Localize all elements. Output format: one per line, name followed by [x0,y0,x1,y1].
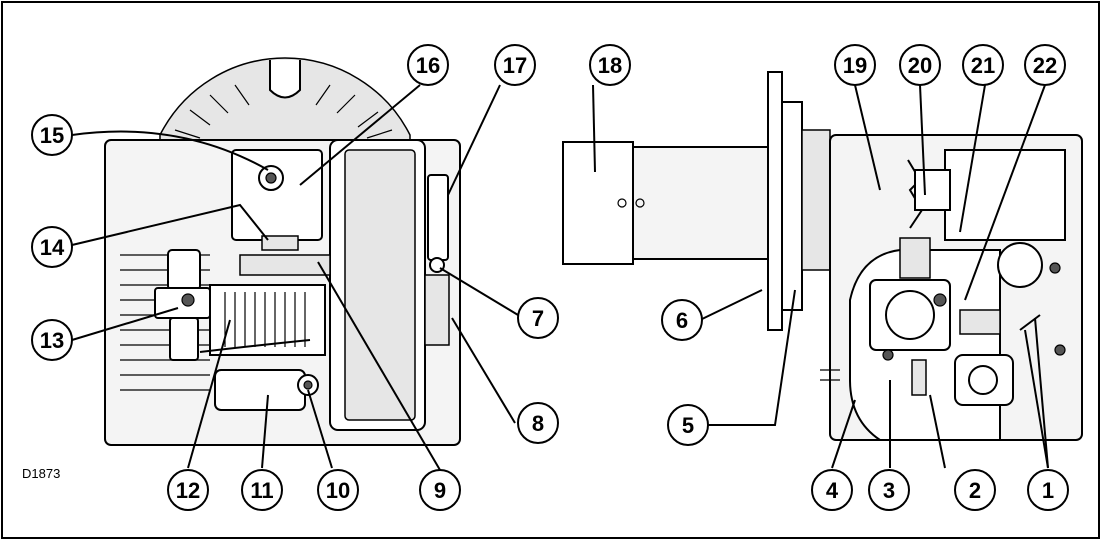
callout-15: 15 [31,114,73,156]
callout-label: 22 [1033,53,1057,78]
callout-circle [407,44,449,86]
callout-11: 11 [241,469,283,511]
callout-circle [962,44,1004,86]
callout-circle [661,299,703,341]
callout-label: 13 [40,328,64,353]
callout-circle [517,402,559,444]
callout-circle [419,469,461,511]
callout-label: 3 [883,478,895,503]
callout-label: 1 [1042,478,1054,503]
callout-circle [667,404,709,446]
callout-label: 14 [40,235,65,260]
callout-label: 20 [908,53,932,78]
callout-20: 20 [899,44,941,86]
callout-circle [317,469,359,511]
callout-12: 12 [167,469,209,511]
callout-5: 5 [667,404,709,446]
callout-circle [589,44,631,86]
callout-label: 8 [532,411,544,436]
callout-label: 4 [826,478,839,503]
callout-14: 14 [31,226,73,268]
leader-lines [71,84,1049,471]
callout-4: 4 [811,469,853,511]
callout-label: 19 [843,53,867,78]
callout-22: 22 [1024,44,1066,86]
callout-circle [241,469,283,511]
callout-13: 13 [31,319,73,361]
callout-1: 1 [1027,469,1069,511]
callout-label: 18 [598,53,622,78]
callout-label: 5 [682,413,694,438]
callout-21: 21 [962,44,1004,86]
callout-circle [868,469,910,511]
callout-label: 11 [250,478,273,503]
callout-circle [1024,44,1066,86]
callout-label: 15 [40,123,64,148]
callout-label: 6 [676,308,688,333]
callout-circle [31,114,73,156]
callout-circle [167,469,209,511]
callout-circle [1027,469,1069,511]
callout-circle [834,44,876,86]
callout-label: 21 [971,53,995,78]
callout-circle [517,297,559,339]
callout-19: 19 [834,44,876,86]
left-view [104,57,461,446]
callout-8: 8 [517,402,559,444]
callout-circle [31,319,73,361]
callout-10: 10 [317,469,359,511]
callout-18: 18 [589,44,631,86]
callout-label: 7 [532,306,544,331]
callout-2: 2 [954,469,996,511]
callout-6: 6 [661,299,703,341]
callout-17: 17 [494,44,536,86]
callout-7: 7 [517,297,559,339]
callout-label: 9 [434,478,446,503]
callout-16: 16 [407,44,449,86]
callout-circle [811,469,853,511]
callout-circle [954,469,996,511]
callout-label: 16 [416,53,440,78]
callout-label: 17 [503,53,527,78]
callout-circle [899,44,941,86]
callout-label: 10 [326,478,350,503]
callout-label: 12 [176,478,200,503]
callout-circle [31,226,73,268]
right-view [562,71,1083,441]
callout-circle [494,44,536,86]
figure-code: D1873 [22,466,60,481]
callout-9: 9 [419,469,461,511]
callout-label: 2 [969,478,981,503]
callout-3: 3 [868,469,910,511]
